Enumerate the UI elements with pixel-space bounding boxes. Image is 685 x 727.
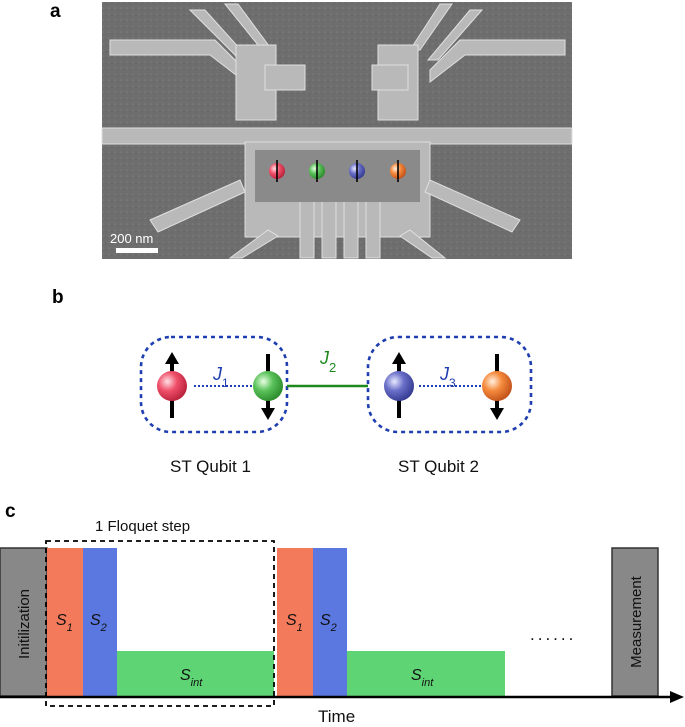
- qubit-2-box: [366, 335, 533, 434]
- sint-pulse-1: [117, 651, 274, 696]
- qubit-1-label: ST Qubit 1: [170, 457, 251, 476]
- s2-label-2: S2: [320, 612, 337, 634]
- spin-2: [253, 354, 283, 420]
- qubit-2-label: ST Qubit 2: [398, 457, 479, 476]
- s2-pulse-2: [313, 548, 347, 696]
- qubit-1-box: [139, 335, 289, 434]
- panel-b-label: b: [52, 287, 64, 308]
- s2-label-1: S2: [90, 612, 107, 634]
- sint-label-1: Sint: [180, 667, 203, 689]
- s1-label-1: S1: [56, 612, 73, 634]
- floquet-step-label: 1 Floquet step: [95, 518, 190, 535]
- time-axis-arrowhead: [670, 691, 684, 703]
- scale-bar-label: 200 nm: [110, 231, 153, 246]
- s1-label-2: S1: [286, 612, 303, 634]
- panel-c-label: c: [5, 501, 16, 522]
- scale-bar: [116, 248, 158, 253]
- j2-label: J2: [319, 348, 336, 375]
- spin-3: [384, 352, 414, 418]
- sem-image: 200 nm: [101, 2, 573, 259]
- time-axis-label: Time: [318, 707, 355, 726]
- spin-4: [482, 354, 512, 420]
- s2-pulse-1: [83, 548, 117, 696]
- floquet-step-box: [45, 540, 275, 707]
- panel-a-label: a: [50, 1, 61, 22]
- initialization-label: Initilization: [16, 589, 33, 659]
- s1-pulse-2: [277, 548, 313, 696]
- j3-label: J3: [439, 364, 456, 390]
- measurement-block: [611, 547, 659, 697]
- s1-pulse-1: [47, 548, 83, 696]
- j1-label: J1: [212, 364, 229, 390]
- measurement-label: Measurement: [628, 575, 645, 668]
- sint-pulse-2: [347, 651, 505, 696]
- spin-1: [157, 352, 187, 418]
- ellipsis: ......: [530, 625, 576, 644]
- sint-label-2: Sint: [411, 667, 434, 689]
